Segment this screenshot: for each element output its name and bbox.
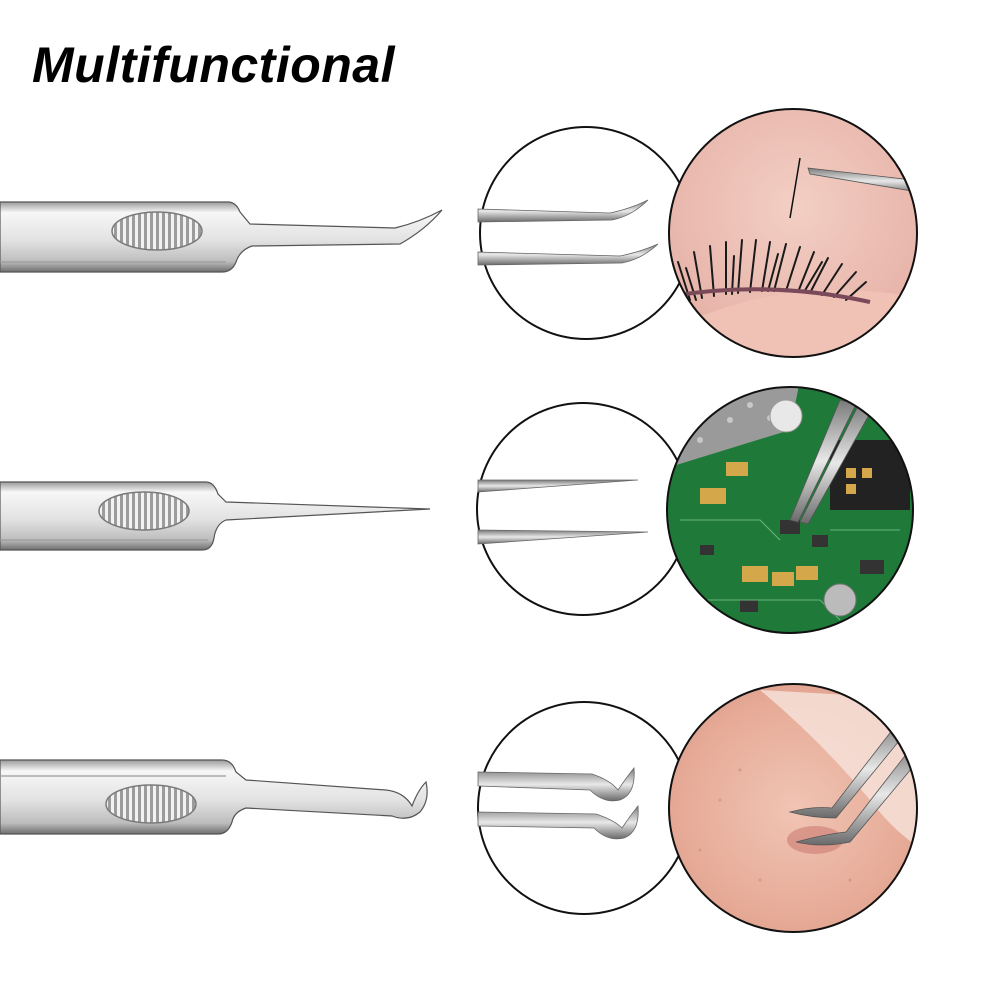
circuit-photo-border xyxy=(666,386,914,634)
tip-closeup-straight xyxy=(476,402,690,616)
use-photo-skin xyxy=(669,684,917,932)
tweezer-straight-tip xyxy=(0,481,431,551)
tip-closeup-hooked xyxy=(477,701,691,915)
use-photo-circuit-board xyxy=(667,387,913,633)
use-photo-eyelash xyxy=(669,109,917,357)
skin-photo-border xyxy=(668,683,918,933)
eyelash-photo-border xyxy=(668,108,918,358)
page-title: Multifunctional xyxy=(32,37,395,93)
tweezer-hooked-tip xyxy=(0,759,428,835)
tweezer-curved-tip xyxy=(0,201,443,273)
tip-closeup-curved xyxy=(477,126,693,340)
